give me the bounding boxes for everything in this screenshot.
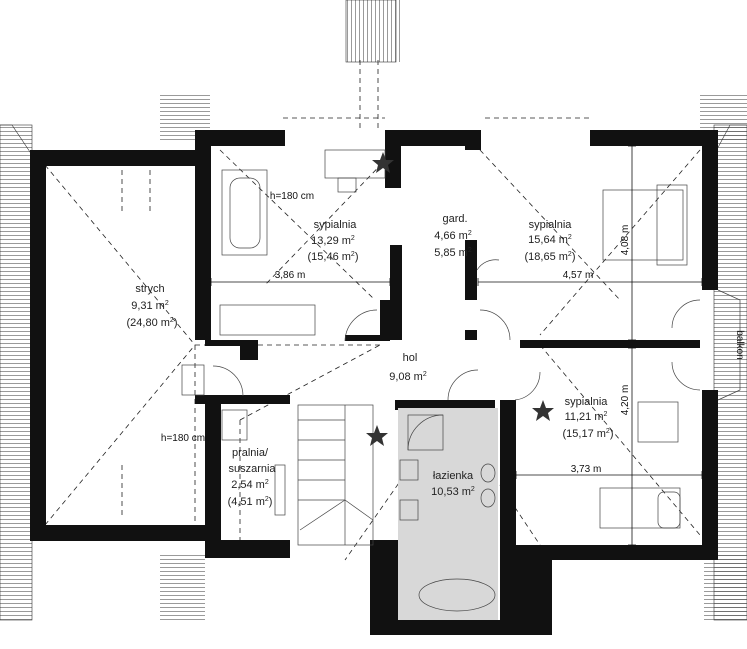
room-strych-name: strych: [135, 283, 164, 295]
room-pralnia-area-total: (4,51 m: [228, 496, 265, 508]
roof-eaves: [0, 0, 747, 621]
dim-label-5: 3,73 m: [571, 464, 602, 475]
svg-text:(15,46 m2): (15,46 m2): [308, 251, 359, 263]
room-gard-area: 4,66 m: [434, 230, 468, 242]
dim-label-1: 3,86 m: [275, 270, 306, 281]
balcony: [671, 289, 741, 401]
dimension-lines: [210, 145, 703, 546]
svg-text:(4,51 m2): (4,51 m2): [228, 496, 273, 508]
room-strych-area-total: (24,80 m: [127, 317, 170, 329]
walls: [30, 130, 718, 635]
svg-text:4,66 m2: 4,66 m2: [434, 230, 472, 242]
svg-text:15,64 m2: 15,64 m2: [528, 234, 572, 246]
room-sypialnia-1-area-total: (15,46 m: [308, 251, 351, 263]
svg-text:11,21 m2: 11,21 m2: [565, 411, 608, 423]
room-pralnia-area: 2,54 m: [231, 479, 265, 491]
room-lazienka: łazienka 10,53 m2: [431, 470, 475, 498]
svg-text:5,85 m2: 5,85 m2: [434, 247, 472, 259]
room-gard: gard. 4,66 m2 5,85 m2: [434, 213, 472, 259]
svg-text:13,29 m2: 13,29 m2: [311, 235, 355, 247]
room-sypialnia-2-name: sypialnia: [529, 219, 573, 231]
room-sypialnia-1: sypialnia 13,29 m2 (15,46 m2): [308, 219, 359, 263]
room-sypialnia-1-name: sypialnia: [314, 219, 358, 231]
bathroom-floor: [398, 408, 498, 620]
room-gard-area-total: 5,85 m: [434, 247, 468, 259]
svg-text:2,54 m2: 2,54 m2: [231, 479, 269, 491]
room-lazienka-name: łazienka: [433, 470, 474, 482]
balkon-label: balkon: [734, 330, 745, 359]
svg-text:(18,65 m2): (18,65 m2): [525, 251, 576, 263]
svg-text:(15,17 m2): (15,17 m2): [563, 428, 614, 440]
dim-label-3: 4,08 m: [620, 225, 631, 256]
room-hol: hol 9,08 m2: [389, 352, 427, 383]
door-swings: [212, 259, 541, 401]
room-pralnia-name-1: pralnia/: [232, 447, 269, 459]
staircase: [297, 404, 374, 546]
room-sypialnia-3-name: sypialnia: [565, 396, 609, 408]
svg-text:(24,80 m2): (24,80 m2): [127, 317, 178, 329]
svg-text:9,08 m2: 9,08 m2: [389, 371, 427, 383]
room-gard-name: gard.: [442, 213, 467, 225]
room-strych-area: 9,31 m: [131, 300, 165, 312]
dim-label-4: 4,20 m: [620, 385, 631, 416]
room-pralnia: pralnia/ suszarnia 2,54 m2 (4,51 m2): [228, 447, 277, 508]
dim-label-2: 4,57 m: [563, 270, 594, 281]
ventilation-markers: [366, 152, 554, 446]
furniture: [181, 149, 688, 612]
room-sypialnia-2-area: 15,64 m: [528, 234, 568, 246]
room-sypialnia-2: sypialnia 15,64 m2 (18,65 m2): [525, 219, 576, 263]
room-sypialnia-1-area: 13,29 m: [311, 235, 351, 247]
room-hol-name: hol: [403, 352, 418, 364]
svg-text:9,31 m2: 9,31 m2: [131, 300, 169, 312]
room-pralnia-name-2: suszarnia: [228, 463, 276, 475]
height-label-1: h=180 cm: [270, 191, 314, 202]
room-lazienka-area: 10,53 m: [431, 486, 471, 498]
room-sypialnia-2-area-total: (18,65 m: [525, 251, 568, 263]
room-hol-area: 9,08 m: [389, 371, 423, 383]
room-sypialnia-3: sypialnia 11,21 m2 (15,17 m2): [563, 396, 614, 440]
height-label-2: h=180 cm: [161, 433, 205, 444]
room-sypialnia-3-area: 11,21 m: [565, 411, 604, 423]
room-sypialnia-3-area-total: (15,17 m: [563, 428, 606, 440]
svg-text:10,53 m2: 10,53 m2: [431, 486, 475, 498]
room-strych: strych 9,31 m2 (24,80 m2): [127, 283, 178, 329]
